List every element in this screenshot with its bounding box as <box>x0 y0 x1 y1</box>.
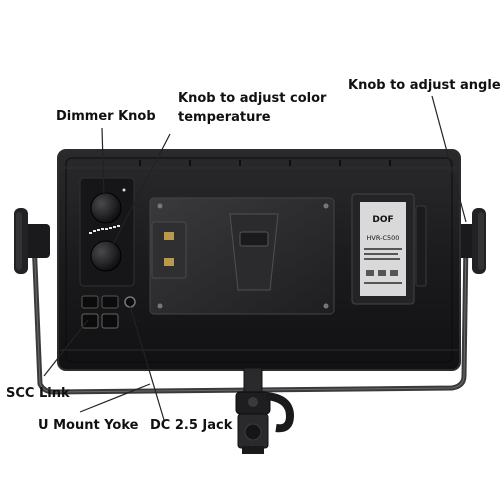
brand-logo: DOF <box>372 215 393 225</box>
label-fineprint <box>364 248 402 284</box>
dimmer-knob <box>90 192 122 224</box>
color-temp-knob <box>90 240 122 272</box>
port-block <box>81 295 136 329</box>
label-dc-jack: DC 2.5 Jack <box>150 418 233 433</box>
product-label-plate: DOF HVR-C500 <box>351 193 427 305</box>
dc-jack-port <box>124 296 136 308</box>
v-mount-plate <box>149 197 335 315</box>
leader-dimmer-knob <box>101 127 105 197</box>
leader-color-temp-knob <box>111 133 171 247</box>
spigot-mount <box>235 367 295 454</box>
leader-dc-jack <box>129 305 165 421</box>
leader-scc-link <box>43 319 89 377</box>
label-dimmer-knob: Dimmer Knob <box>56 109 156 124</box>
vent-slots <box>139 160 391 166</box>
label-color-temp-knob-line1: Knob to adjust color <box>178 91 327 106</box>
scc-link-port <box>81 313 99 329</box>
label-scc-link: SCC Link <box>6 386 70 401</box>
label-u-mount-yoke: U Mount Yoke <box>38 418 139 433</box>
leader-u-mount-yoke <box>79 383 151 413</box>
level-scale <box>89 225 120 234</box>
model-number: HVR-C500 <box>367 234 400 242</box>
label-angle-knob: Knob to adjust angle <box>348 78 500 93</box>
control-module <box>79 177 135 287</box>
angle-knob-right <box>450 208 486 274</box>
battery-contact <box>164 232 174 240</box>
leader-angle-knob <box>431 95 467 223</box>
leader-lines <box>43 95 467 421</box>
angle-knob-left <box>14 208 50 274</box>
label-color-temp-knob-line2: temperature <box>178 110 271 125</box>
